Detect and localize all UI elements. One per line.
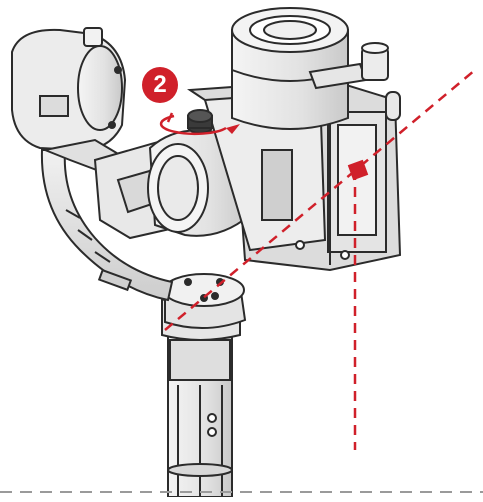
step-number-badge: 2 bbox=[142, 67, 178, 103]
locking-knob bbox=[187, 109, 213, 134]
dashed-axis-line bbox=[164, 69, 476, 450]
roll-arm bbox=[40, 149, 174, 302]
camera-frame bbox=[187, 78, 402, 272]
frame-knob bbox=[361, 42, 401, 121]
camera-lens bbox=[231, 7, 368, 130]
pan-motor bbox=[163, 273, 247, 329]
circular-arrow-icon bbox=[159, 112, 240, 136]
roll-motor bbox=[11, 27, 127, 177]
center-of-gravity-marker bbox=[347, 159, 369, 181]
